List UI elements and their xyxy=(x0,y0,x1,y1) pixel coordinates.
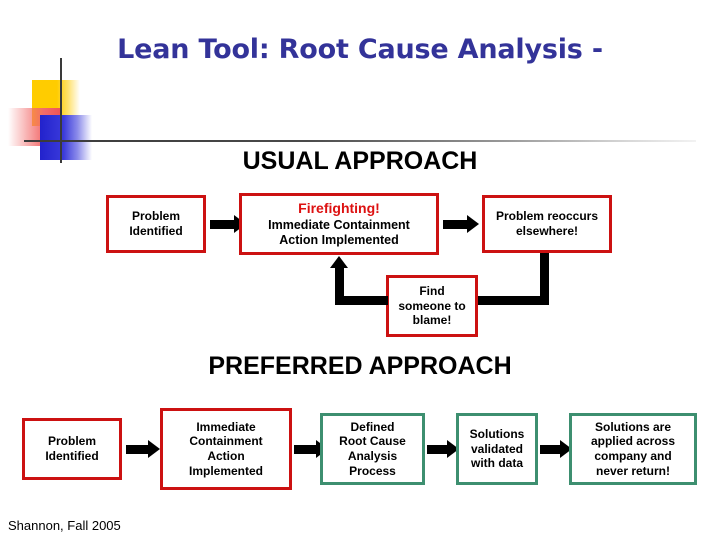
usual-box-problem-identified: Problem Identified xyxy=(106,195,206,253)
box-line: Defined xyxy=(350,419,395,434)
page-title: Lean Tool: Root Cause Analysis - xyxy=(117,34,603,65)
box-line: Identified xyxy=(129,224,183,238)
box-line: Analysis xyxy=(347,449,398,463)
arrow-up-icon xyxy=(330,256,348,305)
box-line: Find xyxy=(419,284,445,299)
box-line: Immediate Containment xyxy=(268,217,410,232)
box-line: Identified xyxy=(45,449,99,463)
preferred-box-immediate-containment: Immediate Containment Action Implemented xyxy=(160,408,292,490)
usual-box-find-someone-to-blame: Find someone to blame! xyxy=(386,275,478,337)
box-line: Action Implemented xyxy=(279,233,399,248)
box-line: Problem reoccurs xyxy=(495,209,599,224)
decorative-logo xyxy=(0,58,230,173)
box-line: Problem xyxy=(47,434,96,449)
box-line: Containment xyxy=(189,434,263,449)
box-line: validated xyxy=(470,441,524,456)
box-line: applied across xyxy=(590,434,676,449)
box-headline: Firefighting! xyxy=(298,199,380,216)
box-line: never return! xyxy=(595,463,671,478)
box-line: blame! xyxy=(412,313,452,328)
arrow-right-icon xyxy=(126,440,160,458)
deco-blue-block xyxy=(40,115,92,160)
feedback-segment-left2 xyxy=(335,296,388,305)
usual-box-problem-reoccurs: Problem reoccurs elsewhere! xyxy=(482,195,612,253)
box-line: Solutions xyxy=(469,427,525,442)
usual-box-firefighting: Firefighting! Immediate Containment Acti… xyxy=(239,193,439,255)
feedback-segment-down xyxy=(540,253,549,305)
box-line: Root Cause xyxy=(339,434,406,449)
box-line: Implemented xyxy=(188,463,263,478)
box-line: Process xyxy=(349,463,396,478)
box-line: Action xyxy=(207,449,245,463)
box-line: elsewhere! xyxy=(515,224,579,238)
preferred-box-problem-identified: Problem Identified xyxy=(22,418,122,480)
preferred-box-solutions-validated: Solutions validated with data xyxy=(456,413,538,485)
box-line: someone to xyxy=(398,298,466,313)
heading-usual-approach: USUAL APPROACH xyxy=(242,147,478,175)
box-line: with data xyxy=(470,456,523,471)
arrow-right-icon xyxy=(443,215,479,233)
arrow-right-icon xyxy=(540,440,572,458)
deco-horizontal-rule xyxy=(24,140,696,142)
box-line: Immediate xyxy=(196,419,256,434)
heading-preferred-approach: PREFERRED APPROACH xyxy=(208,352,512,380)
feedback-segment-left xyxy=(478,296,544,305)
footer-attribution: Shannon, Fall 2005 xyxy=(8,518,121,533)
box-line: company and xyxy=(594,449,672,463)
deco-vertical-rule xyxy=(60,58,62,163)
preferred-box-root-cause-process: Defined Root Cause Analysis Process xyxy=(320,413,425,485)
preferred-box-solutions-applied: Solutions are applied across company and… xyxy=(569,413,697,485)
arrow-right-icon xyxy=(427,440,459,458)
box-line: Problem xyxy=(131,209,180,224)
box-line: Solutions are xyxy=(594,419,671,434)
